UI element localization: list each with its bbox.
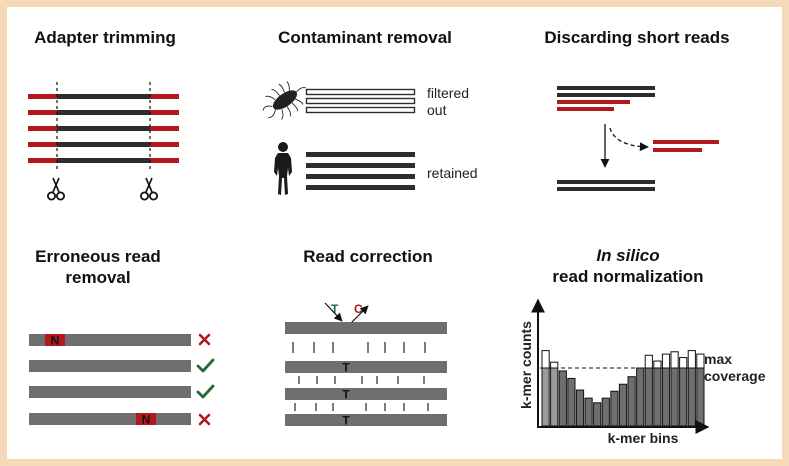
- panel-title: read normalization: [552, 267, 703, 286]
- histogram-bar: [679, 367, 688, 427]
- corrected-base-label: T: [331, 302, 339, 316]
- panel-title: In silico: [596, 246, 659, 265]
- panel-title: Erroneous read: [35, 247, 161, 266]
- panel-discarding-short-reads: Discarding short reads: [544, 28, 730, 191]
- adapter-reads: [28, 94, 179, 163]
- panel-title: Read correction: [303, 247, 432, 266]
- histogram-excess-bar: [550, 361, 559, 369]
- panel-read-normalization: In silico read normalization k-mer count…: [518, 246, 766, 446]
- histogram-excess-bar: [653, 360, 662, 369]
- histogram-bar: [696, 367, 705, 427]
- t-base-label: T: [342, 414, 350, 428]
- histogram-bar: [627, 376, 636, 427]
- panel-title: Contaminant removal: [278, 28, 452, 47]
- histogram-bar: [661, 367, 671, 427]
- histogram-bar: [636, 367, 645, 427]
- panel-read-correction: Read correction T C T T T: [285, 247, 447, 428]
- histogram-bar: [653, 367, 662, 427]
- histogram-excess-bar: [644, 354, 653, 369]
- panel-title: Discarding short reads: [544, 28, 729, 47]
- scissors-icon: [139, 177, 159, 201]
- filtered-label: filtered: [427, 85, 469, 101]
- panel-adapter-trimming: Adapter trimming: [28, 28, 179, 201]
- max-coverage-label: coverage: [704, 368, 766, 384]
- histogram-bar: [618, 383, 628, 427]
- histogram-bar: [644, 367, 653, 427]
- retained-reads: [306, 152, 415, 190]
- histogram-bar: [575, 389, 585, 427]
- histogram-excess-bar: [696, 353, 705, 369]
- histogram-bar: [550, 367, 559, 427]
- bacterium-icon: [262, 81, 306, 120]
- histogram-excess-bar: [679, 357, 688, 369]
- panel-erroneous-read-removal: Erroneous read removal N N: [29, 247, 215, 427]
- alignment-ticks: [292, 342, 429, 411]
- histogram-bar: [610, 390, 619, 427]
- histogram-excess-bar: [541, 350, 550, 369]
- histogram-bar: [601, 397, 610, 427]
- cross-icon: [198, 333, 211, 346]
- panel-title: Adapter trimming: [34, 28, 176, 47]
- checkmark-icon: [196, 358, 215, 373]
- y-axis-label: k-mer counts: [518, 321, 534, 409]
- histogram-bar: [584, 397, 593, 427]
- histogram-bar: [567, 377, 576, 427]
- filtered-reads: [305, 88, 416, 114]
- erroneous-base-label: C: [354, 302, 363, 316]
- checkmark-icon: [196, 384, 215, 399]
- panel-contaminant-removal: Contaminant removal filtered out retaine…: [262, 28, 478, 195]
- cross-icon: [198, 413, 211, 426]
- histogram-bar: [593, 402, 602, 427]
- max-coverage-label: max: [704, 351, 732, 367]
- histogram-bar: [670, 367, 679, 427]
- x-axis-label: k-mer bins: [608, 430, 679, 446]
- retained-label: retained: [427, 165, 478, 181]
- human-silhouette-icon: [274, 142, 292, 195]
- n-base-label: N: [142, 413, 151, 427]
- histogram-bar: [558, 370, 567, 427]
- histogram-excess-bar: [661, 353, 671, 369]
- t-base-label: T: [342, 388, 350, 402]
- histogram-excess-bar: [687, 350, 696, 369]
- scissors-icon: [47, 177, 65, 201]
- n-base-label: N: [51, 334, 60, 348]
- histogram-bar: [687, 367, 696, 427]
- filtered-label: out: [427, 102, 447, 118]
- histogram-excess-bar: [670, 351, 679, 369]
- histogram-bar: [541, 367, 550, 427]
- panel-title: removal: [65, 268, 130, 287]
- t-base-label: T: [342, 361, 350, 375]
- histogram-bars: [541, 350, 705, 427]
